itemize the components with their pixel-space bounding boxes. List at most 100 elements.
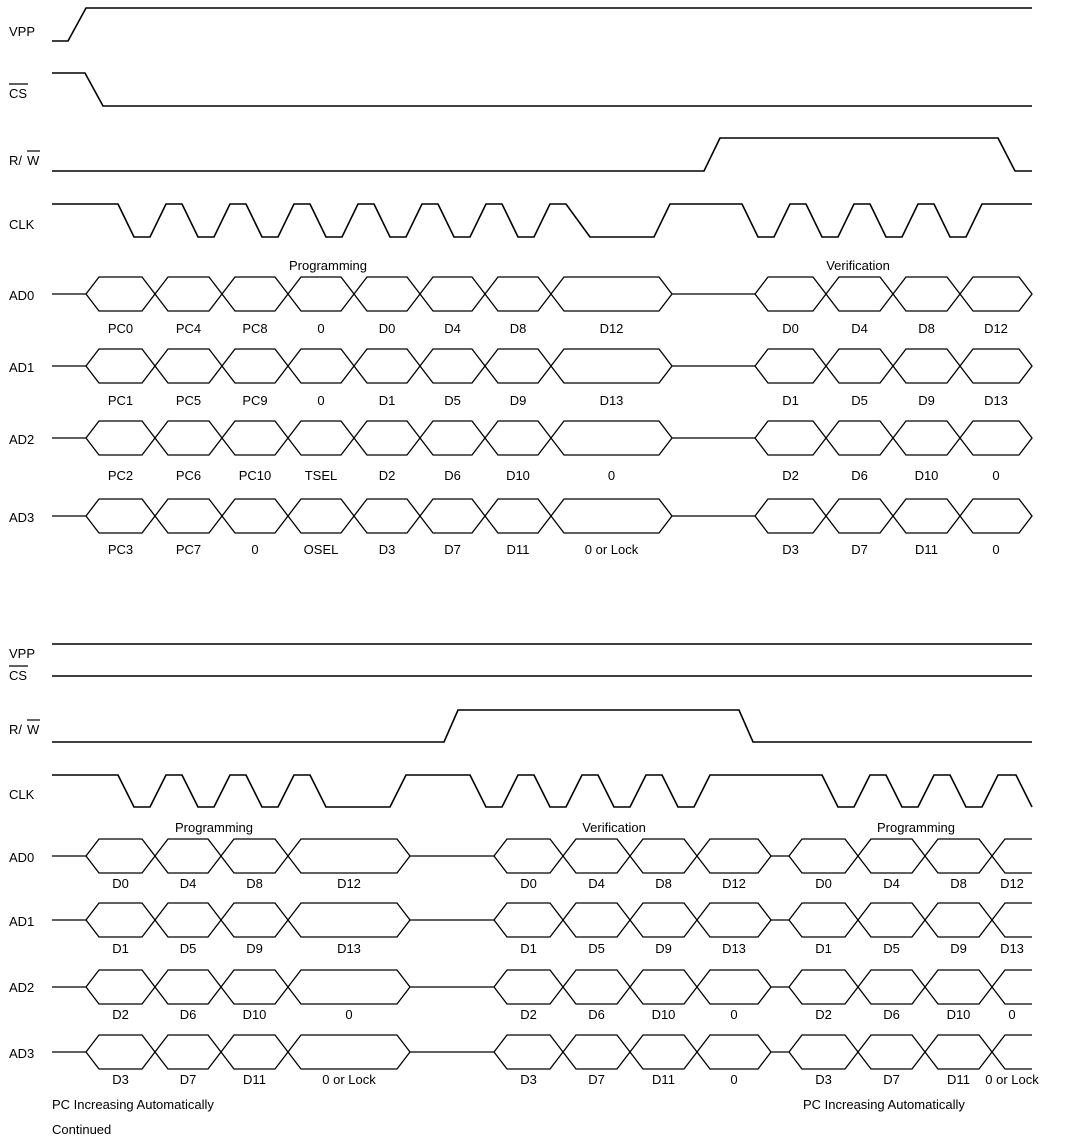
- bus-ad2-cell-label: 0: [608, 468, 615, 483]
- signal-label-ad1-2: AD1: [9, 914, 34, 929]
- bus-ad2-segment: [287, 420, 355, 456]
- bus-ad0-cell-label: PC8: [242, 321, 267, 336]
- bus-ad2-segment: [484, 420, 552, 456]
- signal-label-ad3: AD3: [9, 510, 34, 525]
- bus-ad3-2-segment: [154, 1034, 222, 1070]
- bus-ad3-2-segment: [562, 1034, 631, 1070]
- bus-ad0-2-segment: [493, 838, 564, 874]
- bus-ad3-2-segment: [696, 1034, 772, 1070]
- bus-ad2-segment: [154, 420, 223, 456]
- bus-ad3-cell-label: D7: [851, 542, 868, 557]
- bus-ad1-cell-label: D13: [984, 393, 1008, 408]
- bus-ad0-2-cell-label: D12: [337, 876, 361, 891]
- bus-ad0-2-segment: [857, 838, 926, 874]
- note-pc-increasing-right: PC Increasing Automatically: [803, 1097, 965, 1112]
- bus-ad1-2-segment: [629, 902, 698, 938]
- bus-ad0-2-segment: [629, 838, 698, 874]
- bus-ad1-2-segment: [154, 902, 222, 938]
- bus-ad0-segment: [419, 276, 486, 312]
- bus-ad3-segment: [154, 498, 223, 534]
- clk-waveform: [52, 203, 1032, 238]
- bus-ad3-2-cell-label: D11: [243, 1072, 266, 1087]
- bus-ad0-cell-label: 0: [317, 321, 324, 336]
- bus-ad1-segment: [484, 348, 552, 384]
- bus-ad0-2-cell-label: D12: [1000, 876, 1024, 891]
- bus-ad1-2-segment: [696, 902, 772, 938]
- bus-ad3-segment: [892, 498, 961, 534]
- bus-ad1-2-cell-label: D13: [722, 941, 746, 956]
- bus-ad1-2-cell-label: D5: [883, 941, 900, 956]
- bus-ad2-2-cell-label: D2: [815, 1007, 832, 1022]
- bus-ad2-2-segment: [924, 969, 993, 1005]
- bus-ad0-2-segment: [85, 838, 156, 874]
- phase-label-programming-1: Programming: [175, 820, 253, 835]
- bus-ad3-cell-label: PC7: [176, 542, 201, 557]
- bus-ad3-segment: [959, 498, 1033, 534]
- bus-ad2-segment: [353, 420, 421, 456]
- signal-label-rw-r-2: R/: [9, 722, 22, 737]
- bus-ad1-cell-label: D9: [918, 393, 935, 408]
- bus-ad3-cell-label: 0 or Lock: [585, 542, 639, 557]
- bus-ad2-2-cell-label: D10: [652, 1007, 676, 1022]
- bus-ad3-cell-label: D3: [379, 542, 396, 557]
- bus-ad0-segment: [550, 276, 673, 312]
- bus-ad1-2-segment: [220, 902, 289, 938]
- bus-ad0-segment: [287, 276, 355, 312]
- cs-waveform: [52, 72, 1032, 107]
- phase-label-verification: Verification: [826, 258, 890, 273]
- bus-ad2-2-cell-label: 0: [345, 1007, 352, 1022]
- clk-waveform-2: [52, 774, 1033, 808]
- bus-ad1-2-segment: [924, 902, 993, 938]
- bus-ad2-2-segment: [220, 969, 289, 1005]
- bus-ad2-2-cell-label: D10: [243, 1007, 267, 1022]
- bus-ad1-2-cell-label: D1: [815, 941, 832, 956]
- bus-ad2-2-segment: [788, 969, 859, 1005]
- bus-ad0-segment: [221, 276, 289, 312]
- bus-ad2-2-cell-label: D6: [883, 1007, 900, 1022]
- bus-ad1-2-cell-label: D9: [950, 941, 967, 956]
- bus-ad3-2-segment: [493, 1034, 564, 1070]
- bus-ad3-2-segment: [857, 1034, 926, 1070]
- bus-ad3-2-segment: [287, 1034, 411, 1070]
- bus-ad3-2-cell-label: 0 or Lock: [985, 1072, 1039, 1087]
- bus-ad2-cell-label: PC6: [176, 468, 201, 483]
- bus-ad0-cell-label: D8: [918, 321, 935, 336]
- bus-ad1-segment: [892, 348, 961, 384]
- phase-label-programming: Programming: [289, 258, 367, 273]
- bus-ad0-cell-label: D8: [510, 321, 527, 336]
- bus-ad3-cell-label: OSEL: [304, 542, 339, 557]
- bus-ad3-segment: [287, 498, 355, 534]
- signal-label-ad2-2: AD2: [9, 980, 34, 995]
- bus-ad3-2-cell-label: D7: [588, 1072, 605, 1087]
- bus-ad1-segment: [353, 348, 421, 384]
- bus-ad0-2-cell-label: D8: [655, 876, 672, 891]
- bus-ad3-2-segment: [788, 1034, 859, 1070]
- signal-label-vpp: VPP: [9, 24, 35, 39]
- bus-ad2-2-segment: [857, 969, 926, 1005]
- bus-ad3-2-segment: [991, 1034, 1032, 1070]
- bus-ad0-2-cell-label: D8: [950, 876, 967, 891]
- bus-ad0-2-segment: [788, 838, 859, 874]
- bus-ad0-cell-label: D0: [379, 321, 396, 336]
- bus-ad0-segment: [754, 276, 827, 312]
- bus-ad3-2-cell-label: D11: [652, 1072, 675, 1087]
- bus-ad2-cell-label: D6: [851, 468, 868, 483]
- phase-label-verification-2: Verification: [582, 820, 646, 835]
- bus-ad3-2-cell-label: D3: [520, 1072, 537, 1087]
- bus-ad1-cell-label: PC9: [242, 393, 267, 408]
- bus-ad3-cell-label: PC3: [108, 542, 133, 557]
- bus-ad3-2-cell-label: 0 or Lock: [322, 1072, 376, 1087]
- bus-ad1-2-segment: [493, 902, 564, 938]
- bus-ad2-cell-label: PC2: [108, 468, 133, 483]
- bus-ad3-2-cell-label: D3: [815, 1072, 832, 1087]
- bus-ad2-2-segment: [154, 969, 222, 1005]
- bus-ad2-segment: [85, 420, 156, 456]
- note-continued: Continued: [52, 1122, 111, 1137]
- bus-ad3-2-cell-label: D7: [883, 1072, 900, 1087]
- bus-ad0-2-segment: [696, 838, 772, 874]
- bus-ad3-cell-label: D7: [444, 542, 461, 557]
- bus-ad1-2-cell-label: D9: [655, 941, 672, 956]
- bus-ad0-2-segment: [991, 838, 1032, 874]
